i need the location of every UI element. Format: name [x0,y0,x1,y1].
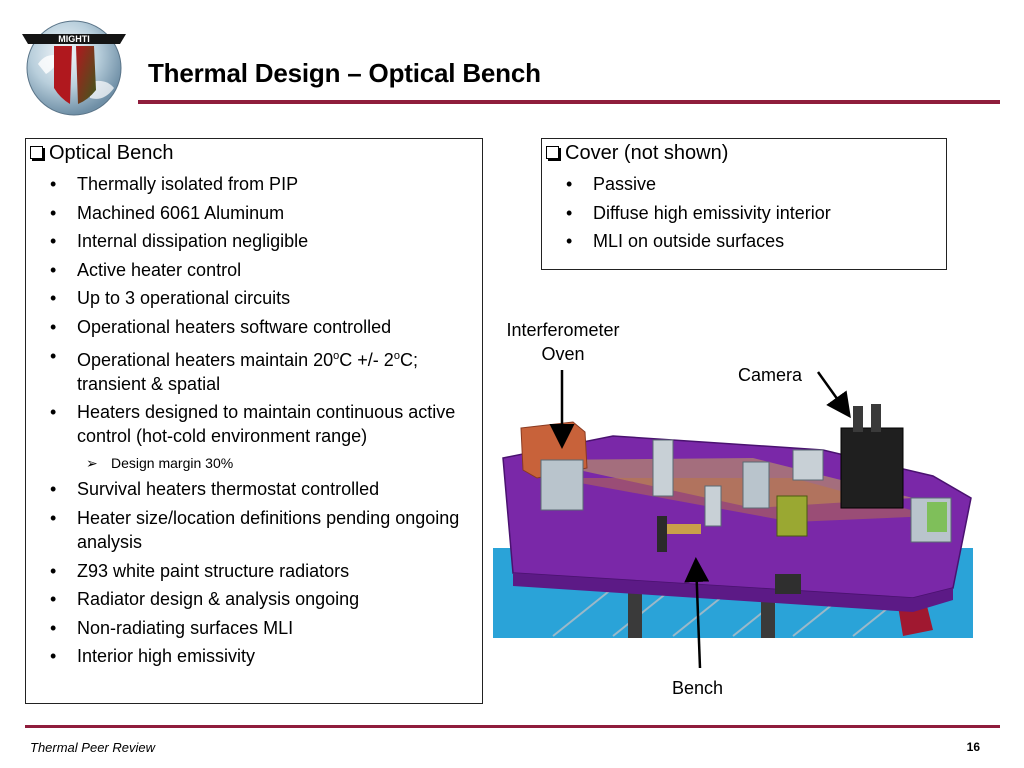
bullet-icon: • [50,479,57,500]
logo-text: MIGHTI [58,34,90,44]
page-number: 16 [966,740,980,754]
list-item-text: Interior high emissivity [77,646,256,667]
list-item-text: Z93 white paint structure radiators [77,560,350,581]
list-item: • Machined 6061 Aluminum [50,201,470,225]
bullet-icon: • [50,589,57,610]
bullet-icon: • [50,288,57,309]
footer-divider [25,725,1000,728]
list-item: • Heaters designed to maintain continuous… [50,400,470,448]
list-item-text: Non-radiating surfaces MLI [77,617,294,638]
bullet-icon: • [50,402,57,423]
mighti-logo: MIGHTI [16,12,132,116]
interferometer-oven-label: Interferometer Oven [496,318,630,366]
optical-bench-list: • Thermally isolated from PIP • Machined 6… [50,172,470,673]
bullet-icon: • [566,231,573,252]
list-item-text: Thermally isolated from PIP [77,174,299,194]
bullet-icon: • [50,560,57,581]
list-item: • Interior high emissivity [50,644,470,668]
page-title: Thermal Design – Optical Bench [148,58,541,88]
bullet-icon: • [50,259,57,280]
cover-list: • Passive • Diffuse high emissivity interi… [566,172,936,258]
bullet-icon: • [50,316,57,337]
list-item: • Survival heaters thermostat controlled [50,477,470,501]
bullet-icon: • [50,617,57,638]
list-item: • Non-radiating surfaces MLI [50,616,470,640]
list-item-text: Passive [593,174,657,194]
oven-label-line1: Interferometer [506,320,620,340]
camera-label: Camera [738,365,803,385]
list-item-text: Design margin 30% [111,454,234,471]
list-item-text: MLI on outside surfaces [593,231,785,252]
list-item: • Z93 white paint structure radiators [50,559,470,583]
list-item: • Internal dissipation negligible [50,229,470,253]
checkbox-bullet-icon [30,146,43,159]
list-item-text: Heater size/location definitions pending… [77,507,460,552]
list-item-text: Operational heaters software controlled [77,316,392,337]
optical-bench-image [493,398,973,638]
list-item-text: Heaters designed to maintain continuous … [77,402,456,447]
list-item-text: Survival heaters thermostat controlled [77,479,380,500]
list-item: • Operational heaters software controlled [50,315,470,339]
sub-list-item: ➢ Design margin 30% [50,453,470,473]
list-item-text: Active heater control [77,259,242,280]
bullet-icon: • [50,507,57,528]
bullet-icon: • [50,345,57,366]
checkbox-bullet-icon [546,146,559,159]
list-item-text: Machined 6061 Aluminum [77,202,285,223]
arrow-bullet-icon: ➢ [86,454,98,471]
bullet-icon: • [50,646,57,667]
list-item: • MLI on outside surfaces [566,229,936,253]
bullet-icon: • [50,202,57,223]
list-item-text: Up to 3 operational circuits [77,288,291,309]
list-item-text: Diffuse high emissivity interior [593,202,831,223]
cover-heading: Cover (not shown) [546,142,728,165]
footer-text: Thermal Peer Review [30,740,155,755]
list-item: • Heater size/location definitions pendin… [50,506,470,554]
list-item-text: Radiator design & analysis ongoing [77,589,360,610]
optical-bench-heading-text: Optical Bench [49,142,174,164]
bullet-icon: • [50,231,57,252]
oven-label-line2: Oven [541,344,585,364]
bullet-icon: • [50,174,57,194]
list-item: • Up to 3 operational circuits [50,286,470,310]
list-item: • Radiator design & analysis ongoing [50,587,470,611]
cover-box: Cover (not shown) • Passive • Diffuse high… [541,138,947,270]
list-item-text: Internal dissipation negligible [77,231,309,252]
list-item: • Thermally isolated from PIP [50,172,470,196]
optical-bench-heading: Optical Bench [30,142,174,165]
list-item: • Operational heaters maintain 20oC +/- 2… [50,344,470,396]
list-item-text: Operational heaters maintain 20oC +/- 2o… [77,349,418,394]
list-item: • Active heater control [50,258,470,282]
bullet-icon: • [566,202,573,223]
list-item: • Passive [566,172,936,196]
title-divider [138,100,1000,104]
bench-label: Bench [672,678,724,698]
bullet-icon: • [566,174,573,194]
cover-heading-text: Cover (not shown) [565,142,729,164]
optical-bench-box: Optical Bench • Thermally isolated from P… [25,138,483,704]
list-item: • Diffuse high emissivity interior [566,201,936,225]
